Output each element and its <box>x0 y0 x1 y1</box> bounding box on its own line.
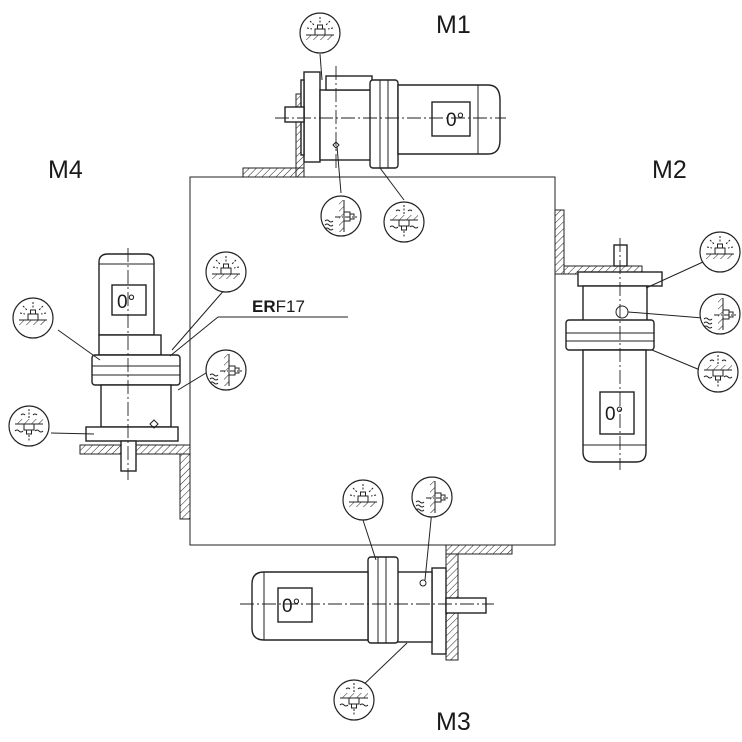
motor-angle-m3: 0° <box>282 596 300 617</box>
motor-angle-m1: 0° <box>446 110 464 131</box>
vent-plug-icon <box>205 251 247 293</box>
leader-lines <box>50 53 704 691</box>
model-label-bold: ER <box>252 297 276 316</box>
model-label: ERF17 <box>252 297 305 316</box>
position-label-m4: M4 <box>48 156 83 184</box>
gear-unit-m2: 0° <box>554 209 663 470</box>
gear-unit-m3: 0° <box>240 544 513 661</box>
vent-plug-icon <box>12 297 54 339</box>
oil-level-icon <box>205 349 247 391</box>
vent-plug-icon <box>699 231 741 273</box>
gear-unit-m4: 0° <box>79 248 191 520</box>
position-label-m1: M1 <box>436 11 471 39</box>
oil-level-icon <box>320 195 362 237</box>
model-label-rest: F17 <box>276 297 305 316</box>
position-label-m2: M2 <box>652 156 687 184</box>
motor-angle-m4: 0° <box>117 292 135 313</box>
motor-angle-m2: 0° <box>605 404 623 425</box>
oil-drain-icon <box>383 201 425 243</box>
oil-drain-icon <box>8 405 50 447</box>
oil-drain-icon <box>697 351 739 393</box>
vent-plug-icon <box>299 12 341 54</box>
oil-level-icon <box>411 476 453 518</box>
vent-plug-icon <box>342 479 384 521</box>
oil-level-icon <box>699 293 741 335</box>
oil-drain-icon <box>333 679 375 721</box>
position-label-m3: M3 <box>436 708 471 736</box>
gear-unit-m1: 0° <box>242 66 506 178</box>
